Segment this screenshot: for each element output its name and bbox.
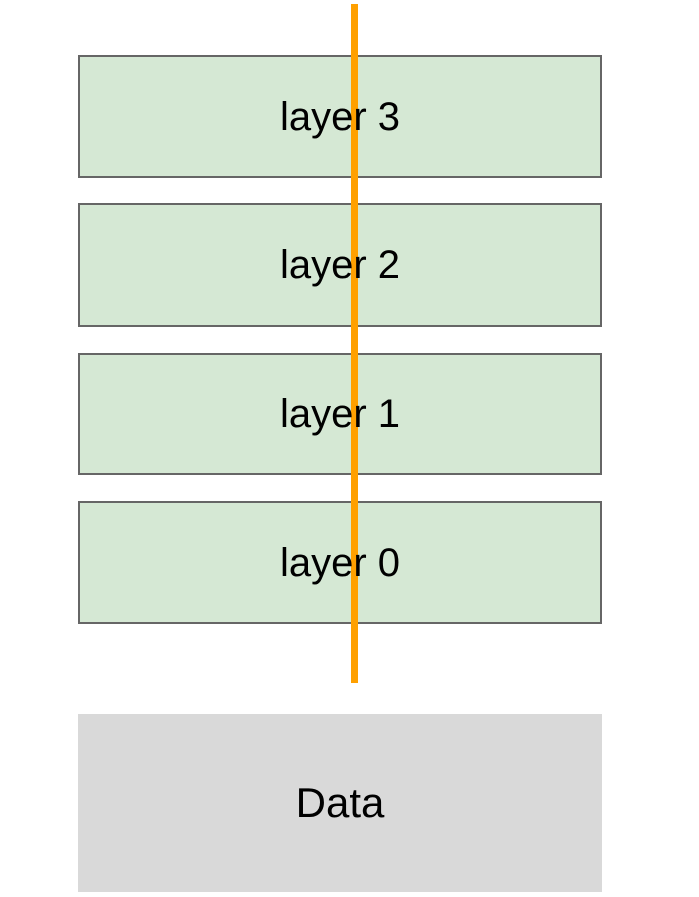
- layer-box-2: layer 2: [78, 203, 602, 327]
- layer-box-3-label: layer 3: [279, 94, 401, 139]
- layer-box-3: layer 3: [78, 55, 602, 178]
- layer-box-1-label: layer 1: [279, 392, 401, 436]
- layer-box-1: layer 1: [78, 353, 602, 475]
- vertical-flow-line: [351, 4, 358, 683]
- data-box: Data: [78, 714, 602, 892]
- data-box-label: Data: [295, 779, 385, 826]
- layer-box-2-label: layer 2: [279, 243, 401, 287]
- layer-box-0: layer 0: [78, 501, 602, 624]
- layer-box-0-label: layer 0: [279, 540, 401, 585]
